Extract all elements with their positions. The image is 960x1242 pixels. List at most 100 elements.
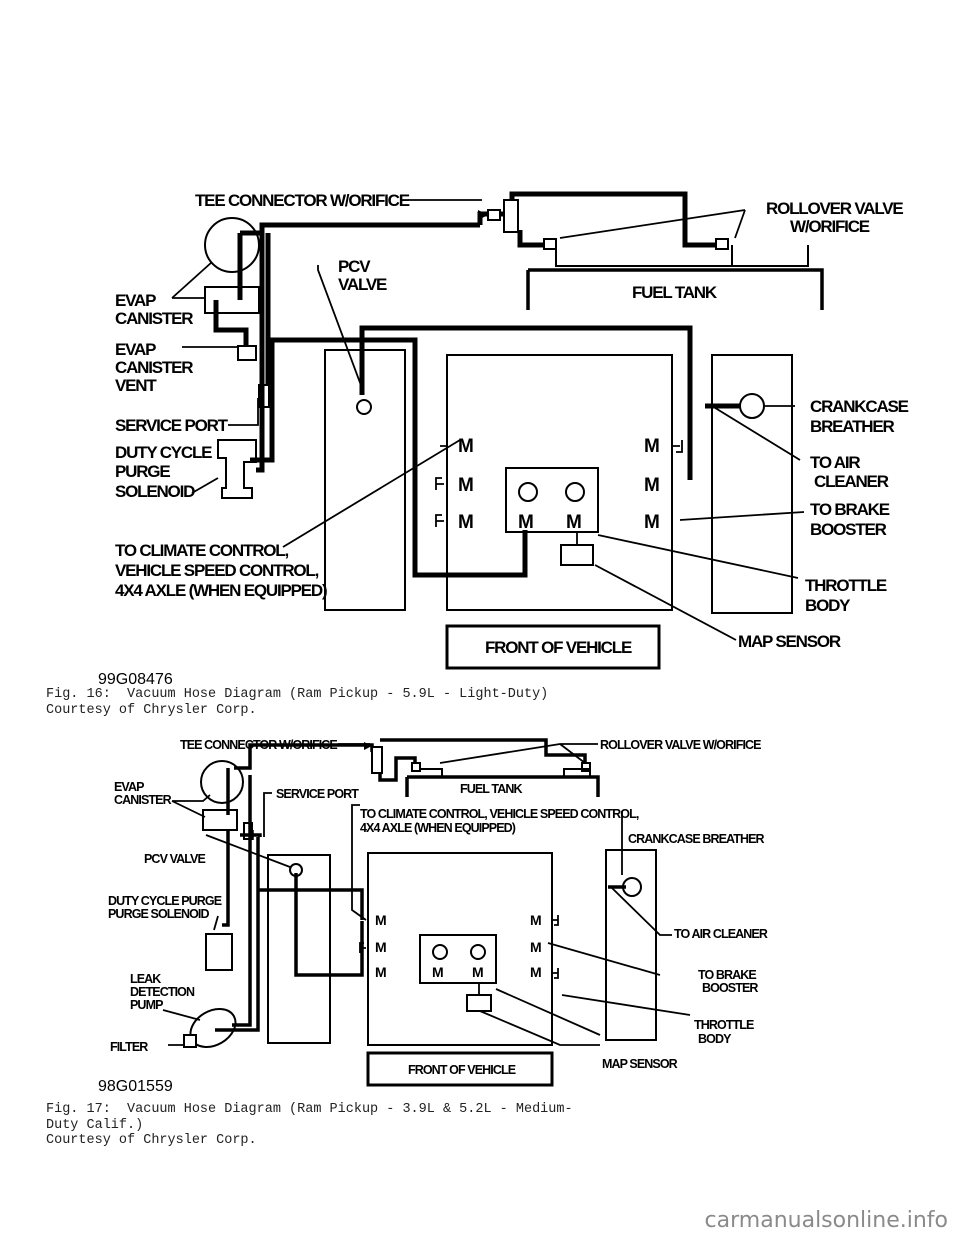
m-port: M <box>472 964 484 980</box>
label-to-brake-booster: TO BRAKE <box>698 968 756 982</box>
orifice-marker-1 <box>487 209 501 221</box>
label-evap-canister: EVAP <box>114 780 144 794</box>
label-crankcase-breather: CRANKCASE BREATHER <box>628 832 765 846</box>
hose-rollover-left <box>517 230 546 248</box>
port-cap <box>435 440 683 527</box>
label-to-air-cleaner: TO AIR CLEANER <box>674 927 768 941</box>
label-evap-vent: VENT <box>115 376 157 395</box>
label-front-of-vehicle: FRONT OF VEHICLE <box>408 1063 516 1077</box>
hose-tee-rollover <box>380 738 587 765</box>
throttle-port-left <box>432 944 448 960</box>
label-throttle-body: BODY <box>805 596 851 615</box>
label-leak-detection-pump: PUMP <box>130 998 163 1012</box>
caption-line: Duty Calif.) <box>46 1117 144 1133</box>
label-rollover-valve: ROLLOVER VALVE W/ORIFICE <box>600 738 761 752</box>
label-fuel-tank: FUEL TANK <box>460 782 522 796</box>
crankcase-breather-symbol <box>739 393 765 419</box>
arrowhead <box>364 742 372 750</box>
label-duty-cycle: SOLENOID <box>115 482 195 501</box>
figure-caption-fig16: Fig. 16: Vacuum Hose Diagram (Ram Pickup… <box>46 687 548 718</box>
figure-id: 99G08476 <box>98 671 173 688</box>
label-front-of-vehicle: FRONT OF VEHICLE <box>485 638 632 657</box>
throttle-port-left <box>518 482 538 502</box>
rollover-valve-left <box>411 762 421 772</box>
m-port: M <box>375 912 387 928</box>
vacuum-diagram-fig16: FUEL TANK M M M M M M M M FRONT OF VEHIC… <box>98 191 910 688</box>
leader-lines <box>162 743 691 1046</box>
evap-canister-box <box>202 809 238 831</box>
filter-box <box>183 1034 197 1048</box>
throttle-box <box>419 934 497 984</box>
m-port: M <box>432 964 444 980</box>
duty-cycle-solenoid <box>205 933 233 971</box>
left-manifold-box <box>267 854 331 1044</box>
label-map-sensor: MAP SENSOR <box>602 1057 678 1071</box>
evap-canister-circle <box>200 760 244 804</box>
label-evap-canister: EVAP <box>115 291 156 310</box>
port-cap <box>359 915 559 979</box>
label-fuel-tank: FUEL TANK <box>632 283 718 302</box>
m-port: M <box>644 436 660 457</box>
label-tee-connector: TEE CONNECTOR W/ORIFICE <box>195 191 410 210</box>
label-to-brake-booster: BOOSTER <box>810 520 887 539</box>
label-climate-control: TO CLIMATE CONTROL, VEHICLE SPEED CONTRO… <box>360 807 639 821</box>
label-to-air-cleaner: CLEANER <box>814 472 889 491</box>
label-to-brake-booster: BOOSTER <box>702 981 758 995</box>
label-evap-vent: CANISTER <box>115 358 193 377</box>
caption-line: Fig. 16: Vacuum Hose Diagram (Ram Pickup… <box>46 687 549 702</box>
m-port: M <box>644 512 660 533</box>
watermark: carmanualsonline.info <box>704 1208 948 1233</box>
label-pcv-valve: PCV VALVE <box>144 852 205 866</box>
label-leak-detection-pump: LEAK <box>130 972 161 986</box>
throttle-port-right <box>470 944 486 960</box>
label-throttle-body: BODY <box>698 1032 732 1046</box>
m-port: M <box>458 512 474 533</box>
m-port: M <box>375 964 387 980</box>
label-rollover-valve: W/ORIFICE <box>790 217 870 236</box>
front-of-vehicle-box <box>445 624 661 670</box>
label-climate-control: VEHICLE SPEED CONTROL, <box>115 561 319 580</box>
left-manifold-box <box>324 349 406 611</box>
fuel-tank-top <box>555 245 809 267</box>
m-port: M <box>530 964 542 980</box>
m-port: M <box>458 436 474 457</box>
fuel-tank-body <box>526 268 824 310</box>
arrowhead <box>478 210 488 220</box>
label-map-sensor: MAP SENSOR <box>738 632 841 651</box>
label-to-brake-booster: TO BRAKE <box>810 500 890 519</box>
evap-canister-box <box>204 286 260 314</box>
m-port: M <box>566 512 582 533</box>
pcv-valve-symbol <box>356 399 372 415</box>
caption-line: Fig. 17: Vacuum Hose Diagram (Ram Pickup… <box>46 1102 573 1117</box>
hose-pcv-crank <box>359 325 693 480</box>
label-crankcase-breather: CRANKCASE <box>810 397 909 416</box>
engine-box <box>446 354 673 611</box>
label-climate-control: TO CLIMATE CONTROL, <box>115 541 288 560</box>
label-duty-cycle: DUTY CYCLE PURGE <box>108 894 222 908</box>
label-rollover-valve: ROLLOVER VALVE <box>766 199 903 218</box>
evap-vent-box <box>237 345 257 361</box>
label-climate-control: 4X4 AXLE (WHEN EQUIPPED) <box>115 581 327 600</box>
m-port: M <box>458 475 474 496</box>
duty-cycle-solenoid <box>217 439 257 499</box>
rollover-valve-left <box>543 238 557 250</box>
pcv-valve-symbol <box>289 863 303 877</box>
m-port: M <box>530 939 542 955</box>
rollover-valve-right <box>715 238 729 250</box>
hose-purge-main <box>232 775 254 1027</box>
figure-caption-fig17: Fig. 17: Vacuum Hose Diagram (Ram Pickup… <box>46 1102 573 1149</box>
tee-connector <box>503 199 519 233</box>
caption-courtesy: Courtesy of Chrysler Corp. <box>46 1133 257 1148</box>
hose-canister-vent <box>213 300 249 346</box>
label-throttle-body: THROTTLE <box>694 1018 754 1032</box>
hose-canister-tee <box>237 211 503 300</box>
hose-purge-line <box>256 233 271 473</box>
throttle-port-right <box>565 482 585 502</box>
right-manifold-box <box>605 849 657 1041</box>
m-port: M <box>644 475 660 496</box>
hose-tee-left <box>378 756 417 782</box>
caption-courtesy: Courtesy of Chrysler Corp. <box>46 702 257 718</box>
rollover-valve-right <box>581 762 591 772</box>
map-sensor-box <box>560 544 594 566</box>
hose-purge-engine <box>215 830 262 1032</box>
